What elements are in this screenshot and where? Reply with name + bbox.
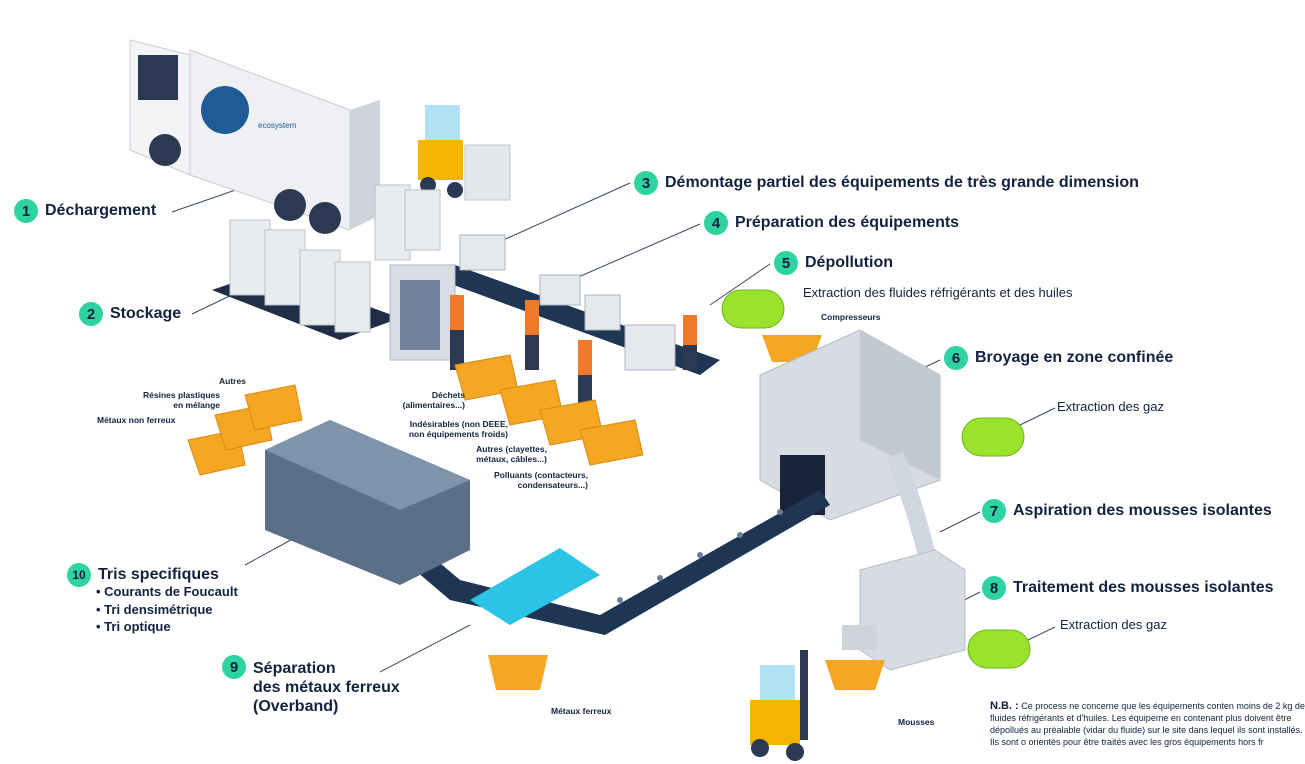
foams-label: Mousses — [898, 717, 935, 727]
sorting-machine — [265, 420, 470, 585]
step-4: 4 Préparation des équipements — [704, 211, 959, 235]
bin-label-resines-1: Résines plastiques — [142, 390, 220, 400]
workers — [450, 295, 697, 410]
step-8-label: Traitement des mousses isolantes — [1013, 579, 1274, 596]
forklift-bottom — [750, 650, 808, 761]
left-bins — [187, 384, 303, 476]
truck: ecosystem — [129, 39, 380, 234]
bullet-foucault: • Courants de Foucault — [96, 584, 238, 599]
bin-label-indesirables: Indésirables (non DEEE, non équipements … — [380, 419, 508, 440]
bin-label-autres-center: Autres (clayettes, métaux, câbles...) — [450, 444, 547, 465]
step-4-label: Préparation des équipements — [735, 214, 960, 231]
bin-label-indesirables-1: Indésirables (non DEEE, — [409, 419, 508, 429]
bin-label-autres-center-2: métaux, câbles...) — [476, 453, 547, 464]
bin-label-metaux-non-ferreux: Métaux non ferreux — [97, 415, 176, 425]
step-10-label: Tris specifiques — [98, 566, 219, 583]
step-8: 8 Traitement des mousses isolantes — [982, 576, 1274, 600]
step-5-label: Dépollution — [805, 254, 893, 271]
step-10: 10 Tris specifiques — [67, 563, 219, 587]
gas-tanks — [721, 289, 1031, 669]
fluid-extraction-label: Extraction des fluides réfrigérants et d… — [803, 285, 1073, 300]
bin-label-dechets-1: Déchets — [431, 390, 465, 400]
bin-label-resines: Résines plastiques en mélange — [118, 390, 220, 411]
bin-label-polluants: Polluants (contacteurs, condensateurs...… — [470, 470, 588, 491]
step-7: 7 Aspiration des mousses isolantes — [982, 499, 1272, 523]
forklift-top — [418, 105, 511, 201]
step-9-badge: 9 — [222, 655, 246, 679]
step-9-line-1: Séparation — [253, 660, 336, 677]
step-3: 3 Démontage partiel des équipements de t… — [634, 171, 1139, 195]
step-10-badge: 10 — [67, 563, 91, 587]
bullet-densimetrique: • Tri densimétrique — [96, 601, 213, 617]
step-5-badge: 5 — [774, 251, 798, 275]
note-text: Ce process ne concerne que les équipemen… — [990, 701, 1305, 747]
bin-label-dechets-2: (alimentaires...) — [402, 399, 465, 410]
step-9: 9 — [222, 655, 253, 679]
step-1-label: Déchargement — [45, 202, 157, 219]
storage-area — [212, 184, 441, 340]
bin-label-autres: Autres — [219, 376, 246, 386]
bullet-optique: • Tri optique — [96, 619, 171, 635]
bin-label-autres-center-1: Autres (clayettes, — [476, 444, 547, 454]
gas-extraction-label-1: Extraction des gaz — [1057, 399, 1164, 414]
step-6: 6 Broyage en zone confinée — [944, 346, 1173, 370]
step-5: 5 Dépollution — [774, 251, 893, 275]
step-3-badge: 3 — [634, 171, 658, 195]
leader-lines — [171, 182, 1056, 673]
step-2-label: Stockage — [110, 305, 182, 322]
upper-conveyor — [389, 234, 720, 375]
step-7-badge: 7 — [982, 499, 1006, 523]
step-6-label: Broyage en zone confinée — [975, 349, 1174, 366]
step-9-line-3: (Overband) — [253, 698, 339, 716]
note: N.B. : Ce process ne concerne que les éq… — [990, 699, 1305, 748]
step-9-line-2: des métaux ferreux — [253, 679, 400, 697]
note-prefix: N.B. : — [990, 700, 1019, 712]
truck-brand: ecosystem — [258, 121, 297, 130]
bin-label-resines-2: en mélange — [173, 399, 220, 410]
bin-label-polluants-2: condensateurs...) — [517, 479, 588, 490]
foam-unit — [825, 549, 966, 690]
step-10-bullets: • Courants de Foucault • Tri densimétriq… — [96, 583, 238, 636]
step-9-label: Séparation des métaux ferreux (Overband) — [253, 659, 400, 717]
step-4-badge: 4 — [704, 211, 728, 235]
step-1-badge: 1 — [14, 199, 38, 223]
step-1: 1 Déchargement — [14, 199, 156, 223]
step-3-label: Démontage partiel des équipements de trè… — [665, 174, 1139, 191]
ferrous-bin — [488, 655, 548, 690]
bin-label-polluants-1: Polluants (contacteurs, — [494, 470, 588, 480]
center-bins — [454, 354, 644, 466]
bin-label-indesirables-2: non équipements froids) — [408, 428, 508, 439]
shredder — [759, 329, 941, 572]
gas-extraction-label-2: Extraction des gaz — [1060, 617, 1167, 632]
step-2: 2 Stockage — [79, 302, 181, 326]
ferrous-metals-label: Métaux ferreux — [551, 706, 612, 716]
compressors-label: Compresseurs — [821, 312, 881, 322]
bin-label-dechets: Déchets (alimentaires...) — [380, 390, 465, 411]
step-6-badge: 6 — [944, 346, 968, 370]
step-2-badge: 2 — [79, 302, 103, 326]
step-7-label: Aspiration des mousses isolantes — [1013, 502, 1272, 519]
step-8-badge: 8 — [982, 576, 1006, 600]
